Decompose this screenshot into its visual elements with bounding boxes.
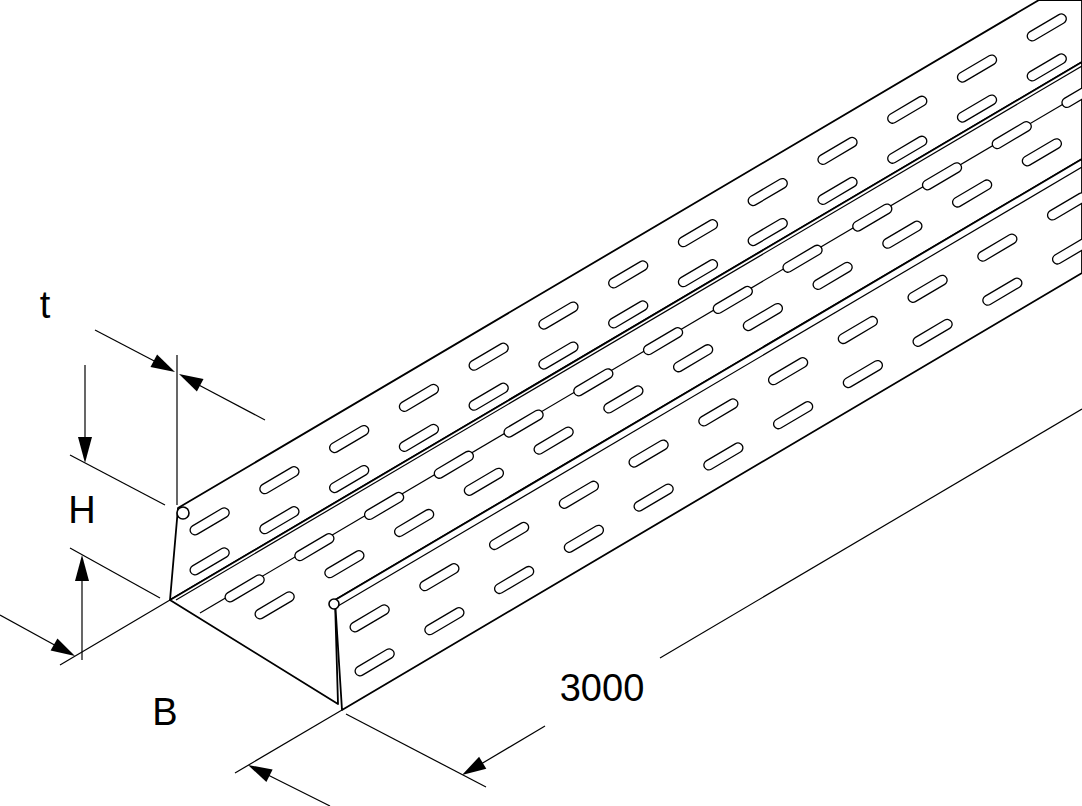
extension-line <box>176 355 177 505</box>
arrowheads <box>51 355 487 782</box>
arrowhead <box>179 374 204 391</box>
dimension-line <box>95 330 160 364</box>
corner-fold <box>176 66 1082 600</box>
extension-line <box>235 710 342 773</box>
right-wall <box>335 159 1082 710</box>
right-wall-fold <box>338 167 1082 606</box>
dimension-line <box>81 568 82 660</box>
dimension-line <box>660 409 1082 658</box>
dimension-line <box>262 772 330 806</box>
extension-line <box>70 548 160 598</box>
arrowhead <box>51 638 75 656</box>
rolled-lips <box>177 507 339 609</box>
arrowhead <box>151 355 176 372</box>
dimension-line <box>84 365 85 440</box>
dimension-label: H <box>66 491 97 529</box>
dimension-line <box>195 383 265 420</box>
tray-body <box>170 0 1082 710</box>
extension-line <box>346 714 486 787</box>
dimension-lines <box>0 330 1082 806</box>
dimension-line <box>0 615 60 648</box>
slot-rows <box>195 0 1082 671</box>
left-lip <box>177 507 189 519</box>
arrowhead <box>78 437 92 463</box>
right-lip <box>329 599 339 609</box>
bead-lines <box>176 66 1082 613</box>
arrowhead <box>75 555 89 581</box>
dimension-label: 3000 <box>558 669 647 707</box>
dimension-label: B <box>150 693 179 731</box>
arrowhead <box>248 765 273 782</box>
dimension-line <box>476 726 545 767</box>
dimension-label: t <box>38 286 53 324</box>
arrowhead <box>462 757 486 775</box>
extension-line <box>60 600 170 665</box>
tray-bottom <box>170 62 1082 704</box>
